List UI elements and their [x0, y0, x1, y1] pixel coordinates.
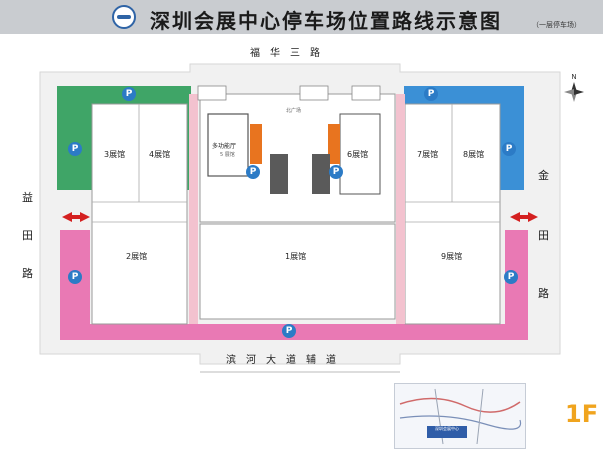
parking-icon: P [502, 142, 516, 156]
road-bottom-label: 滨河大道辅道 [226, 355, 346, 366]
gate-ne [351, 85, 381, 101]
hall-8-label: 8展馆 [463, 150, 485, 159]
hall-6-block [339, 113, 381, 195]
minimap-venue-box: 深圳会展中心 [427, 426, 467, 438]
hall-1-label: 1展馆 [285, 252, 307, 261]
parking-icon: P [329, 165, 343, 179]
compass-label: N [571, 73, 576, 81]
hall-block-center [199, 223, 396, 320]
hall-block-west [91, 103, 188, 325]
map-drawing [39, 63, 561, 373]
hall-3-label: 3展馆 [104, 150, 126, 159]
hall-2-label: 2展馆 [126, 252, 148, 261]
gate-nw [197, 85, 227, 101]
road-right-char-1: 金 [538, 169, 549, 182]
multi-function-hall [207, 113, 249, 177]
parking-icon: P [504, 270, 518, 284]
multi-hall-label: 多功能厅 [212, 143, 237, 150]
hall-4-label: 4展馆 [149, 150, 171, 159]
compass-icon: N [564, 73, 584, 102]
road-left-char-3: 路 [22, 267, 33, 280]
hall-7-label: 7展馆 [417, 150, 439, 159]
entry-arrow-left [62, 212, 90, 222]
parking-icon: P [282, 324, 296, 338]
parking-icon: P [122, 87, 136, 101]
entry-arrow-right [510, 212, 538, 222]
road-left-char-2: 田 [22, 229, 33, 242]
location-minimap: 深圳会展中心 [394, 383, 526, 449]
minimap-roads [399, 388, 522, 445]
stair-west [250, 124, 262, 164]
north-plaza-label: 北广场 [286, 108, 302, 114]
gate-nc [299, 85, 329, 101]
hall-6-label: 6展馆 [347, 150, 369, 159]
dark-core-east [312, 154, 330, 194]
floor-label: 1F [565, 400, 599, 428]
road-left-char-1: 益 [22, 191, 33, 204]
stair-east [328, 124, 340, 164]
parking-map: 福华三路 滨河大道辅道 益 田 路 金 田 路 3展馆 4展馆 2展馆 1展馆 … [0, 34, 603, 449]
header-bar: 深圳会展中心停车场位置路线示意图 （一层停车场） [0, 0, 603, 34]
parking-icon: P [68, 142, 82, 156]
parking-icon: P [246, 165, 260, 179]
multi-hall-sub: 5 展馆 [220, 152, 235, 158]
dark-core-west [270, 154, 288, 194]
pink-parking-lot [60, 230, 528, 340]
hall-block-east [404, 103, 501, 325]
logo-icon [112, 5, 136, 29]
parking-icon: P [68, 270, 82, 284]
road-right-char-2: 田 [538, 229, 549, 242]
page-subtitle: （一层停车场） [532, 21, 581, 29]
page-title: 深圳会展中心停车场位置路线示意图 [150, 9, 502, 33]
hall-9-label: 9展馆 [441, 252, 463, 261]
road-top-label: 福华三路 [250, 48, 330, 59]
parking-icon: P [424, 87, 438, 101]
corridor-west [189, 94, 198, 324]
road-right-char-3: 路 [538, 287, 549, 300]
corridor-east [396, 94, 405, 324]
